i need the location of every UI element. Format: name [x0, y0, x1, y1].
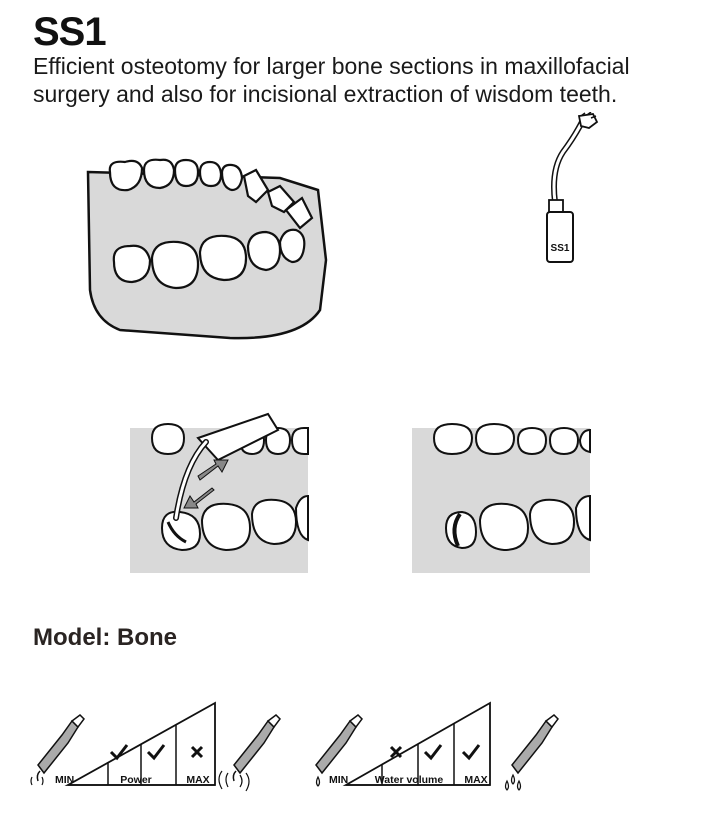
- ss1-tip-illustration: SS1: [546, 112, 599, 263]
- power-min-label: MIN: [55, 774, 74, 786]
- water-scale: MIN Water volume MAX: [315, 701, 559, 791]
- model-prefix: Model:: [33, 624, 111, 651]
- water-mark-2-check-icon: [423, 744, 443, 761]
- step-result-illustration: [412, 422, 591, 573]
- water-mark-1-cross-icon: [389, 745, 403, 759]
- handpiece-water-high-icon: [504, 714, 559, 791]
- model-name: Bone: [117, 624, 177, 651]
- water-mark-3-check-icon: [461, 744, 481, 761]
- power-mark-2-check-icon: [146, 744, 166, 761]
- power-mark-1-check-icon: [109, 744, 129, 761]
- power-scale: MIN Power MAX: [30, 701, 281, 792]
- power-axis-label: Power: [120, 774, 152, 786]
- power-max-label: MAX: [186, 774, 209, 786]
- water-max-label: MAX: [464, 774, 487, 786]
- jaw-illustration: [86, 158, 328, 340]
- product-description: Efficient osteotomy for larger bone sect…: [33, 53, 630, 107]
- power-mark-3-cross-icon: [190, 745, 204, 759]
- handpiece-high-icon: [218, 714, 281, 792]
- model-heading: Model: Bone: [33, 624, 177, 652]
- product-title: SS1: [33, 10, 107, 54]
- handpiece-low-icon: [30, 714, 85, 786]
- water-axis-label: Water volume: [375, 774, 444, 786]
- step-cutting-illustration: [130, 412, 309, 573]
- handpiece-water-low-icon: [315, 714, 363, 787]
- water-min-label: MIN: [329, 774, 348, 786]
- tip-engraving: SS1: [551, 243, 570, 254]
